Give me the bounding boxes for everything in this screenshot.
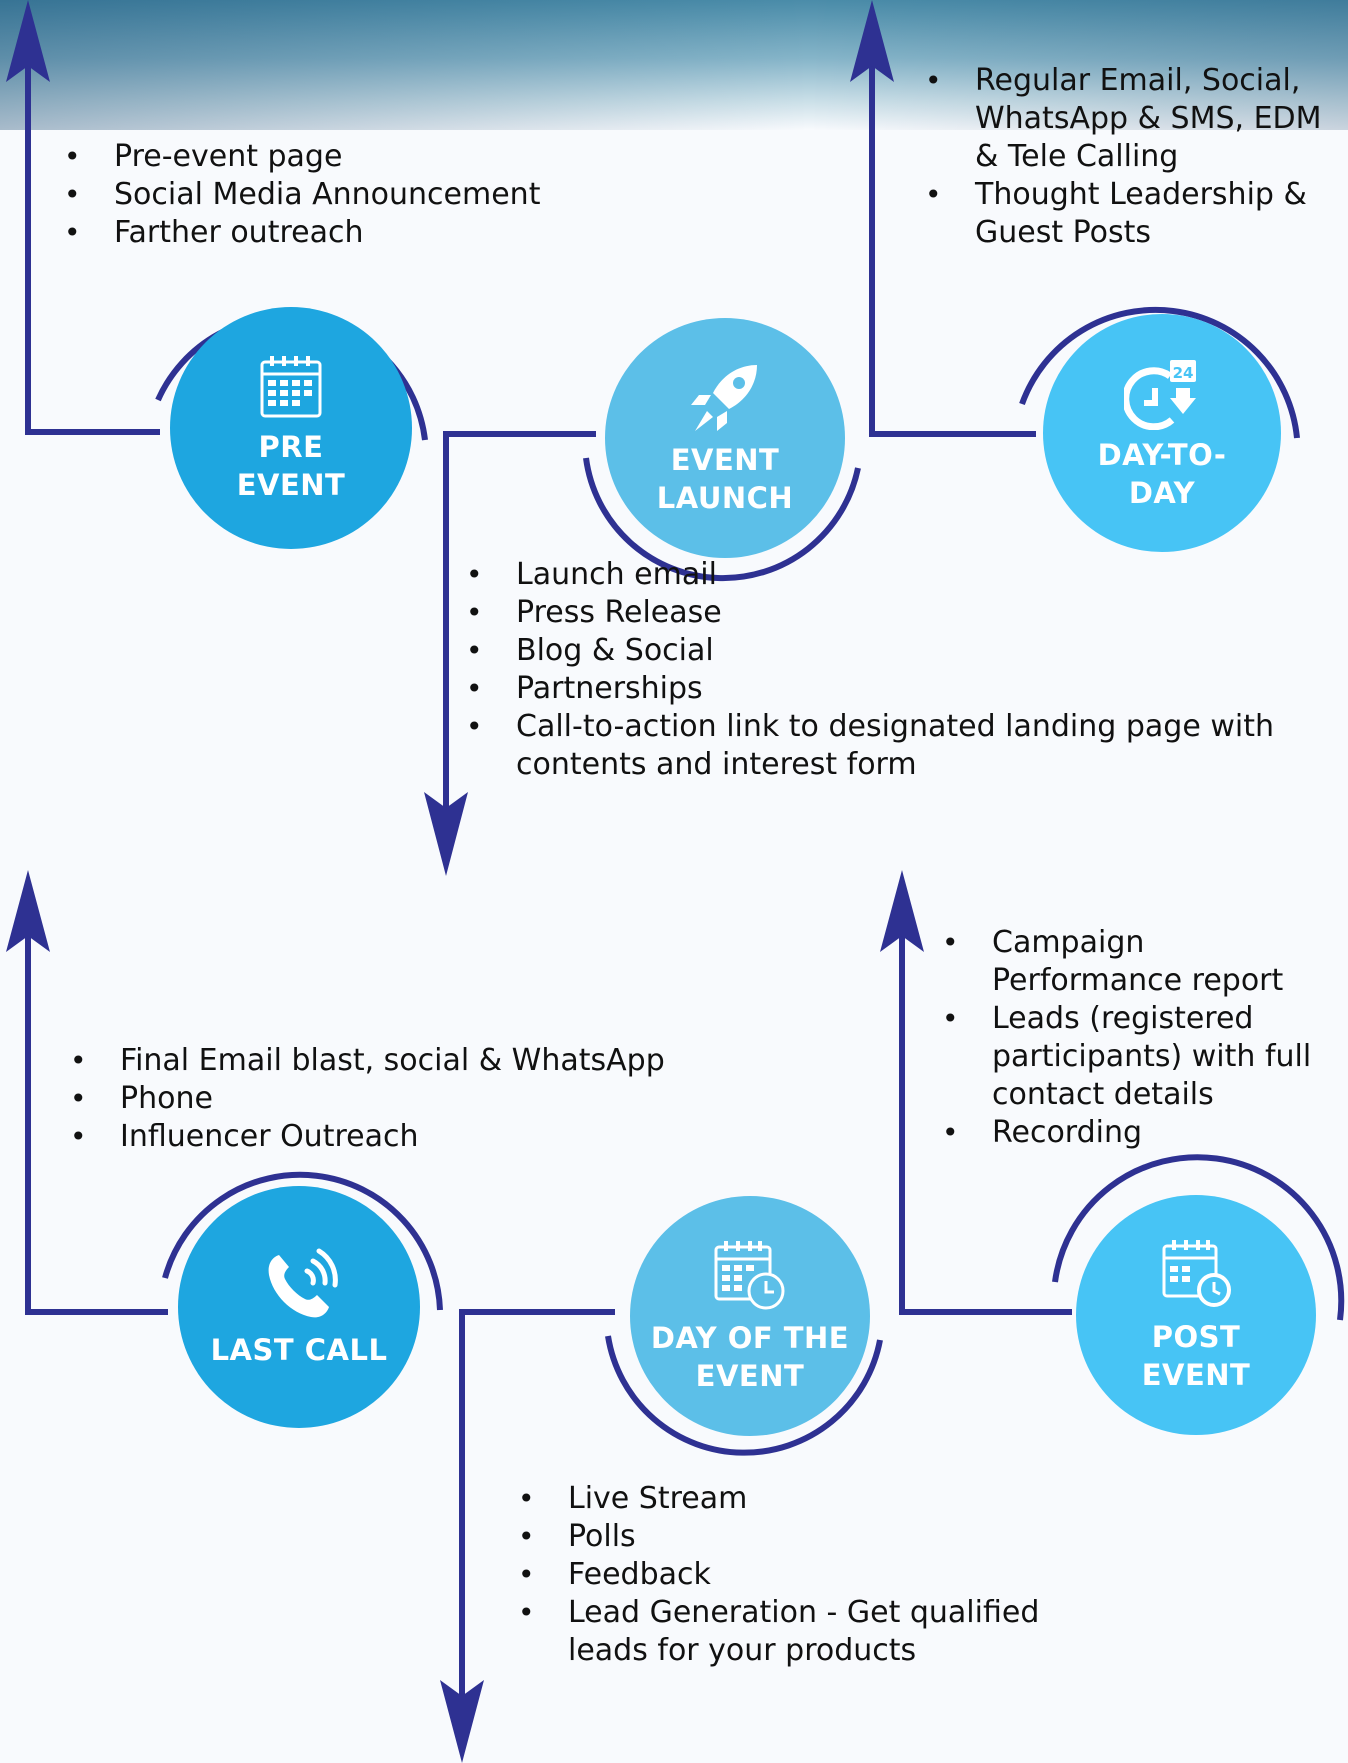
phone-ringing-icon: [268, 1248, 338, 1318]
list-item: Farther outreach: [64, 214, 624, 252]
last-call-bullets: Final Email blast, social & WhatsApp Pho…: [70, 1042, 710, 1156]
connector-day-of-event: [459, 1309, 615, 1750]
day-to-day-bullets: Regular Email, Social, WhatsApp & SMS, E…: [925, 62, 1340, 252]
stage-label: DAY-TO- DAY: [1097, 438, 1227, 510]
list-item: Regular Email, Social, WhatsApp & SMS, E…: [925, 62, 1340, 176]
list-item: Final Email blast, social & WhatsApp: [70, 1042, 710, 1080]
calendar-timer-icon: [1162, 1240, 1231, 1307]
arrow-down-day-of-event: [440, 1680, 484, 1763]
connector-pre-event: [25, 52, 160, 435]
list-item: Thought Leadership & Guest Posts: [925, 176, 1340, 252]
list-item: Live Stream: [518, 1480, 1088, 1518]
connector-last-call: [25, 900, 168, 1315]
stage-label: EVENT LAUNCH: [656, 443, 794, 515]
connector-post-event: [899, 900, 1072, 1315]
arrow-up-pre-event: [6, 0, 50, 82]
day-of-event-bullets: Live Stream Polls Feedback Lead Generati…: [518, 1480, 1088, 1670]
stage-label: DAY OF THE EVENT: [650, 1321, 850, 1393]
rocket-icon: [691, 365, 757, 431]
list-item: Launch email: [466, 556, 1336, 594]
pre-event-bullets: Pre-event page Social Media Announcement…: [64, 138, 624, 252]
connector-event-launch: [443, 431, 596, 860]
list-item: Campaign Performance report: [942, 924, 1342, 1000]
list-item: Polls: [518, 1518, 1088, 1556]
list-item: Pre-event page: [64, 138, 624, 176]
arc-day-to-day: [1019, 306, 1300, 439]
stage-post-event: POST EVENT: [1076, 1195, 1316, 1435]
post-event-bullets: Campaign Performance report Leads (regis…: [942, 924, 1342, 1152]
calendar-clock-icon: [714, 1241, 785, 1310]
stage-pre-event: PRE EVENT: [170, 307, 412, 549]
stage-day-of-event: DAY OF THE EVENT: [630, 1196, 870, 1436]
list-item: Lead Generation - Get qualified leads fo…: [518, 1594, 1088, 1670]
arc-last-call: [162, 1171, 443, 1311]
list-item: Social Media Announcement: [64, 176, 624, 214]
arrow-up-day-to-day: [850, 0, 894, 82]
list-item: Partnerships: [466, 670, 1336, 708]
stage-label: LAST CALL: [210, 1333, 388, 1367]
list-item: Call-to-action link to designated landin…: [466, 708, 1336, 784]
connector-day-to-day: [869, 30, 1036, 437]
arrow-down-event-launch: [424, 792, 468, 876]
stage-day-to-day: 24 DAY-TO- DAY: [1043, 314, 1281, 552]
list-item: Phone: [70, 1080, 710, 1118]
list-item: Leads (registered participants) with ful…: [942, 1000, 1342, 1114]
list-item: Blog & Social: [466, 632, 1336, 670]
stage-label: POST EVENT: [1141, 1320, 1251, 1392]
stage-label: PRE EVENT: [236, 430, 346, 502]
list-item: Influencer Outreach: [70, 1118, 710, 1156]
clock-24-icon: 24: [1124, 360, 1196, 430]
event-launch-bullets: Launch email Press Release Blog & Social…: [466, 556, 1336, 784]
stage-last-call: LAST CALL: [178, 1186, 420, 1428]
calendar-icon: [260, 356, 322, 418]
arc-day-of-event: [605, 1335, 883, 1456]
arc-post-event: [1052, 1154, 1345, 1321]
stage-event-launch: EVENT LAUNCH: [605, 318, 845, 558]
list-item: Recording: [942, 1114, 1342, 1152]
arrow-up-post-event: [880, 870, 924, 952]
list-item: Feedback: [518, 1556, 1088, 1594]
arrow-up-last-call: [6, 870, 50, 952]
svg-text:24: 24: [1173, 364, 1194, 382]
list-item: Press Release: [466, 594, 1336, 632]
